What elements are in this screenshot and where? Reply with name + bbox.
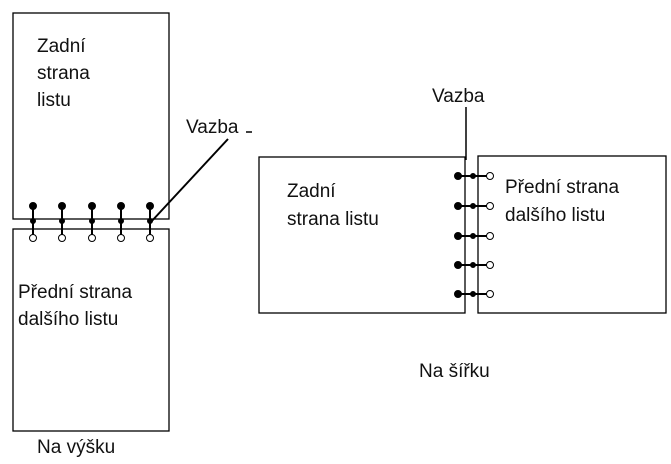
portrait-caption: Na výšku	[37, 437, 115, 458]
portrait-diagram: Zadní strana listu Přední strana dalšího…	[13, 13, 252, 458]
landscape-front-page-line-1: Přední strana	[505, 177, 619, 198]
landscape-front-page-line-2: dalšího listu	[505, 205, 605, 226]
portrait-back-page-line-2: strana	[37, 63, 90, 84]
landscape-back-page-line-1: Zadní	[287, 181, 336, 202]
portrait-front-page-line-1: Přední strana	[18, 282, 132, 303]
landscape-caption: Na šířku	[419, 361, 490, 382]
landscape-back-page-line-2: strana listu	[287, 209, 379, 230]
portrait-back-page-line-1: Zadní	[37, 36, 86, 57]
landscape-binding-label: Vazba	[432, 86, 485, 107]
portrait-front-page-line-2: dalšího listu	[18, 309, 118, 330]
landscape-diagram: Zadní strana listu Přední strana dalšího…	[259, 86, 666, 382]
portrait-back-page-line-3: listu	[37, 90, 71, 111]
portrait-front-page	[13, 229, 169, 431]
portrait-binding-label: Vazba	[186, 117, 239, 138]
